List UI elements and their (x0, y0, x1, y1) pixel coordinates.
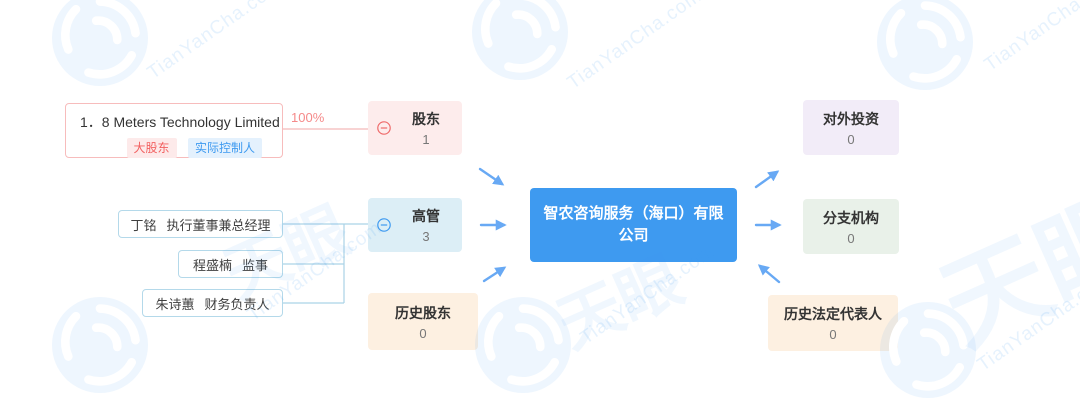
shareholder-entity-name: 1．8 Meters Technology Limited (80, 114, 280, 130)
node-shareholders[interactable]: 股东 1 (368, 101, 462, 155)
node-shareholders-label: 股东 (412, 111, 440, 127)
node-history-legal-rep[interactable]: 历史法定代表人 0 (768, 295, 898, 351)
node-branches-label: 分支机构 (823, 209, 879, 226)
node-outbound-investment-count: 0 (847, 131, 855, 147)
shareholder-entity-box[interactable]: 1．8 Meters Technology Limited 大股东 实际控制人 (65, 103, 283, 158)
executive-box-zhushihui[interactable]: 朱诗蕙 财务负责人 (142, 289, 283, 317)
node-executives[interactable]: 高管 3 (368, 198, 462, 252)
node-history-legal-rep-count: 0 (829, 327, 837, 342)
executive-box-chengshengnan[interactable]: 程盛楠 监事 (178, 250, 283, 278)
executive-name: 丁铭 (130, 217, 157, 233)
collapse-minus-icon[interactable] (377, 218, 391, 232)
shareholder-tags: 大股东 实际控制人 (80, 138, 268, 158)
node-history-shareholders-label: 历史股东 (395, 304, 451, 321)
node-history-shareholders[interactable]: 历史股东 0 (368, 293, 478, 350)
executive-title: 执行董事兼总经理 (166, 217, 271, 233)
executive-name: 程盛楠 (192, 257, 232, 273)
node-history-legal-rep-label: 历史法定代表人 (784, 306, 882, 322)
node-branches[interactable]: 分支机构 0 (803, 199, 899, 254)
collapse-minus-icon[interactable] (377, 121, 391, 135)
node-outbound-investment[interactable]: 对外投资 0 (803, 100, 899, 155)
arrow-company-to-investment (754, 170, 780, 189)
shareholding-percent-label: 100% (291, 110, 325, 125)
node-outbound-investment-label: 对外投资 (823, 110, 879, 127)
node-executives-label: 高管 (412, 208, 440, 224)
executive-title: 监事 (242, 257, 269, 273)
executive-link-lines (283, 223, 368, 304)
actual-controller-tag: 实际控制人 (187, 138, 262, 158)
node-shareholders-count: 1 (422, 132, 430, 147)
arrow-shareholders-to-company (478, 167, 505, 186)
arrow-history-shareholders-to-company (482, 266, 507, 283)
company-name: 智农咨询服务（海口）有限公司 (543, 205, 724, 244)
major-shareholder-tag: 大股东 (126, 138, 177, 158)
executive-name: 朱诗蕙 (155, 296, 195, 312)
executive-box-dingming[interactable]: 丁铭 执行董事兼总经理 (118, 210, 283, 238)
node-executives-count: 3 (422, 229, 430, 244)
node-branches-count: 0 (847, 230, 855, 246)
company-node[interactable]: 智农咨询服务（海口）有限公司 (530, 188, 737, 262)
node-history-shareholders-count: 0 (419, 325, 427, 341)
executive-title: 财务负责人 (204, 296, 270, 312)
arrow-history-legal-rep-to-company (757, 264, 781, 284)
